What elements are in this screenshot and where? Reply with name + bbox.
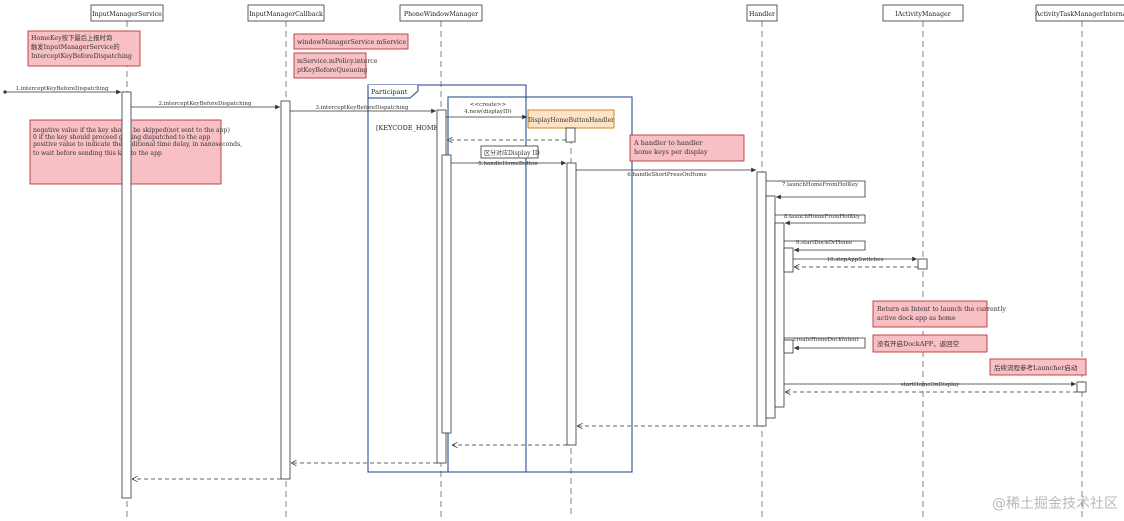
msg4-stereotype: <<create>> — [470, 102, 507, 108]
msg11-selfcall — [784, 337, 866, 351]
activation-handler-2 — [765, 195, 776, 419]
activation-handler-3 — [774, 222, 785, 408]
activation-iam — [917, 258, 928, 270]
note-wms-service — [293, 33, 409, 50]
note-policy-queueing-text: mService.mPolicy.interce ptKeyBeforeQueu… — [297, 58, 379, 74]
activation-bars — [121, 91, 1087, 499]
note-dock-intent-text: Return an Intent to launch the currently… — [877, 306, 1008, 322]
msg7-selfcall — [766, 180, 866, 200]
msg10-label: 10.stopAppSwitches — [827, 257, 884, 263]
note-return-line-5: positive value to indicate the additiona… — [33, 141, 242, 148]
msg6-label: 6.handleShortPressOnHome — [627, 172, 706, 178]
note-handler-per-display — [629, 134, 745, 162]
participant-frame-inner — [447, 96, 633, 473]
msg4-label: 4.new(displayID) — [464, 108, 511, 115]
participant-box-ims — [90, 4, 164, 22]
msg2-label: 2.interceptKeyBeforeDispatching — [158, 101, 251, 107]
fragment-condition: [KEYCODE_HOME] — [376, 124, 441, 132]
note-homekey-line-2: 触发InputManagerService的 — [31, 42, 120, 51]
note-policy-queueing — [293, 52, 367, 79]
activation-handler — [756, 171, 767, 427]
messages: 1.interceptKeyBeforeDispatching 2.interc… — [3, 86, 1077, 479]
participant-box-atm — [1035, 4, 1124, 22]
note-handler-line-1: A handler to handler — [633, 139, 703, 147]
participant-frame-tab — [367, 85, 419, 99]
note-homekey-line-3: InterceptKeyBeforeDispatching — [31, 53, 132, 60]
msg9-label: 9.startDockOrHome — [796, 240, 852, 246]
note-no-dock-app — [872, 334, 988, 353]
note-policy-line-2: ptKeyBeforeQueueing — [297, 67, 367, 74]
activation-dhbh-2 — [566, 162, 577, 446]
note-no-dock-app-text: 没有开启DockAPP，返回空 — [877, 339, 960, 348]
note-homekey-trigger — [27, 30, 141, 67]
msg12-label: startHomeOnDisplay — [901, 382, 960, 388]
note-return-line-1: negative value if the key should be skip… — [33, 127, 230, 134]
msg7-label: 7.launchHomeFromHotKey — [782, 182, 859, 188]
msg3-label: 3.interceptKeyBeforeDispatching — [315, 105, 408, 111]
msg9-selfcall — [784, 240, 866, 253]
note-dock-line-1: Return an Intent to launch the currently — [877, 306, 1006, 313]
participant-box-pwm — [399, 4, 483, 22]
participant-frame-outer — [367, 84, 527, 473]
note-dock-line-2: active dock app as home — [877, 315, 956, 322]
watermark: @稀土掘金技术社区 — [992, 496, 1118, 512]
activation-dhbh — [565, 127, 576, 143]
participant-label-ims: InputManagerService — [92, 11, 162, 18]
display-home-button-handler-label: DisplayHomeButtonHandler — [528, 117, 614, 124]
activation-atm — [1076, 381, 1087, 393]
notes: HomeKey按下最后上报时询 触发InputManagerService的 I… — [27, 30, 1087, 376]
participant-label-imc: InputManagerCallback — [249, 11, 323, 18]
note-return-line-6: to wait before sending this key to the a… — [33, 150, 162, 157]
note-launcher-start-text: 后续流程参考Launcher启动 — [994, 363, 1078, 372]
note-dock-intent — [872, 300, 988, 328]
lifelines — [126, 21, 1083, 517]
participant-label-iam: IActivityManager — [895, 11, 952, 18]
msg8-label: 8.launchHomeFromHotKey — [784, 214, 861, 220]
participant-label-atm: ActivityTaskManagerInternal — [1034, 11, 1124, 18]
activation-pwm-nested — [441, 154, 452, 434]
note-display-id-text: 区分对应Display ID — [484, 149, 540, 157]
note-homekey-trigger-text: HomeKey按下最后上报时询 触发InputManagerService的 I… — [31, 33, 132, 60]
participant-label-pwm: PhoneWindowManager — [404, 11, 479, 18]
activation-imc — [280, 100, 291, 480]
msg1-label: 1.interceptKeyBeforeDispatching — [15, 86, 108, 92]
participant-frame-title: Participant — [371, 88, 408, 96]
participant-box-iam — [882, 4, 964, 22]
activation-ims — [121, 91, 132, 499]
participant-label-handler: Handler — [749, 11, 776, 18]
fragment-frames: Participant [KEYCODE_HOME] — [367, 84, 633, 473]
note-homekey-line-1: HomeKey按下最后上报时询 — [31, 33, 112, 42]
participant-box-handler — [746, 4, 778, 22]
msg8-selfcall — [775, 214, 866, 226]
msg5-label: 5.handleHomeButton — [478, 161, 538, 167]
note-handler-line-2: home keys per display — [634, 148, 708, 156]
activation-handler-5 — [783, 339, 794, 354]
participant-headers: InputManagerService InputManagerCallback P… — [90, 4, 1124, 22]
note-policy-line-1: mService.mPolicy.interce — [297, 58, 378, 65]
note-handler-per-display-text: A handler to handler home keys per displ… — [633, 139, 708, 156]
note-display-id — [480, 145, 539, 159]
participant-box-imc — [247, 4, 325, 22]
msg11-label: createHomeDockIntent — [793, 337, 859, 343]
note-launcher-start — [989, 358, 1087, 376]
activation-handler-4 — [783, 247, 794, 273]
note-wms-service-text: windowManagerService mService — [297, 39, 406, 46]
